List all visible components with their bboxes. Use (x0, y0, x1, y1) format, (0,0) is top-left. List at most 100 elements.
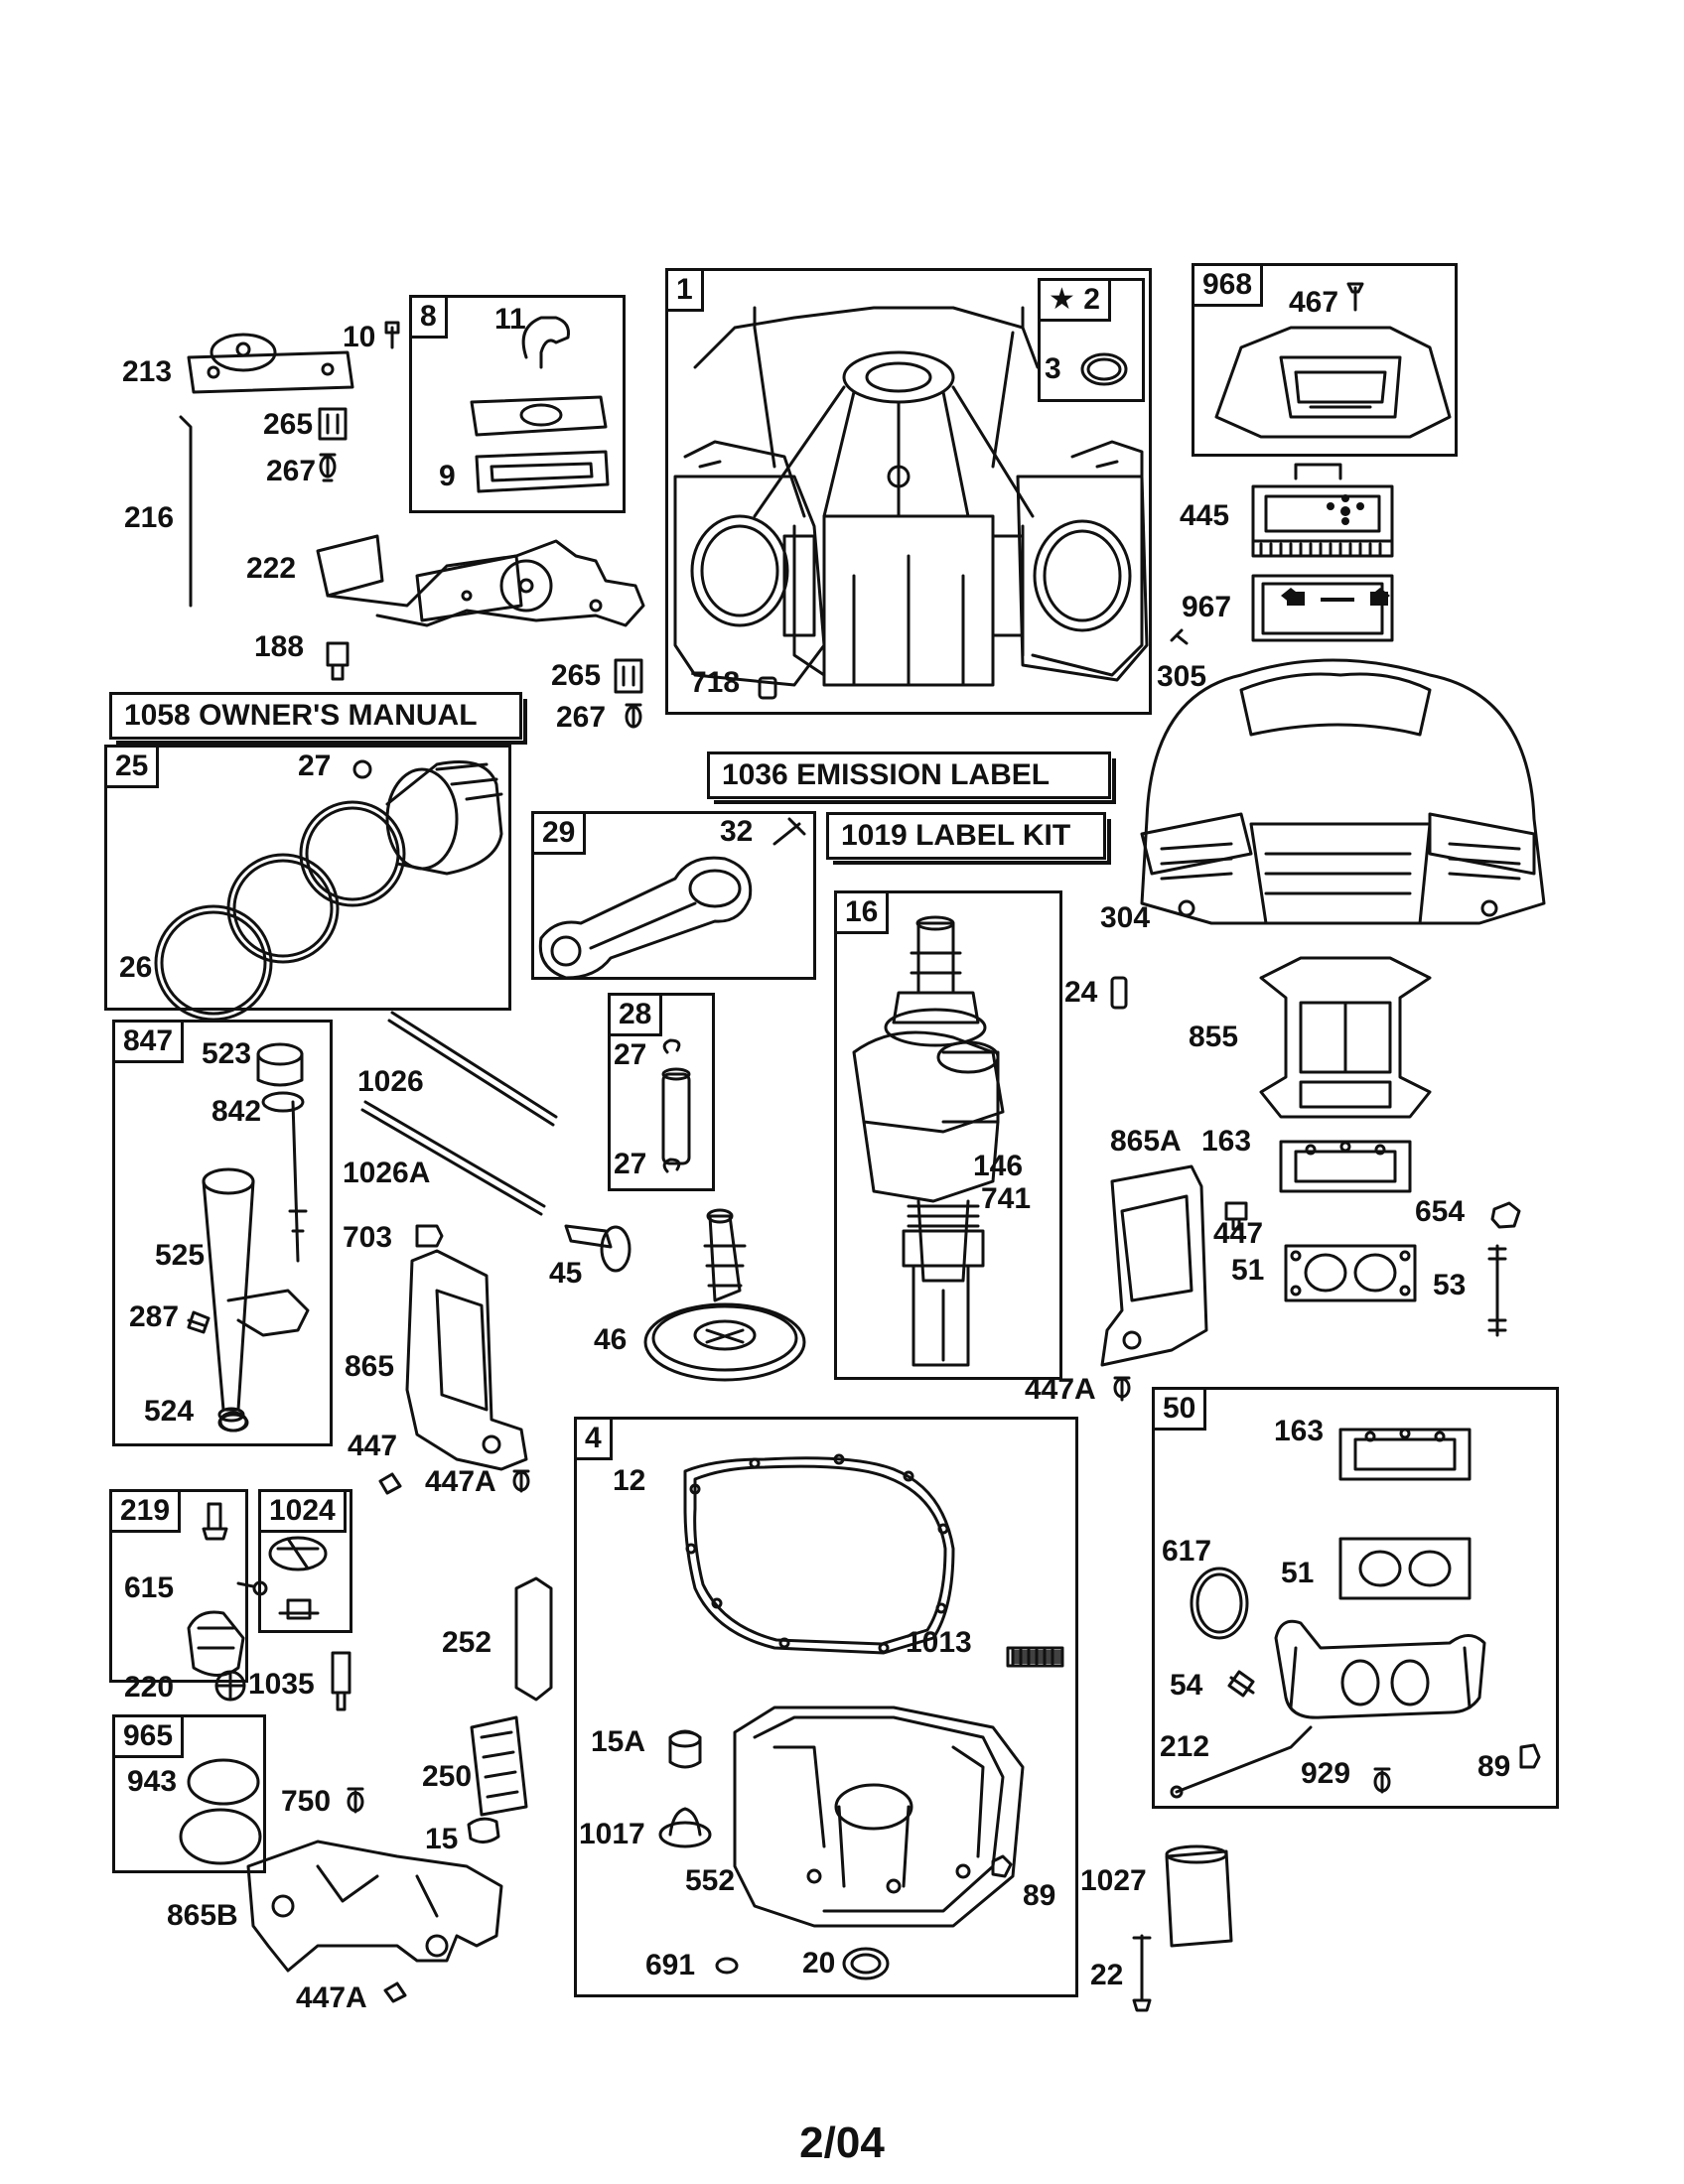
box-4-tag: 4 (574, 1417, 613, 1460)
label-1013: 1013 (906, 1626, 972, 1659)
label-1026: 1026 (357, 1065, 424, 1098)
label-26: 26 (119, 951, 153, 984)
piston-rings-art (154, 759, 503, 1022)
box-965-kit: 965 (112, 1714, 266, 1873)
label-11: 11 (494, 303, 526, 336)
label-467: 467 (1289, 286, 1339, 319)
label-1035: 1035 (248, 1668, 315, 1701)
label-9: 9 (439, 460, 456, 492)
label-89a: 89 (1023, 1879, 1056, 1912)
box-29-connecting-rod: 29 (531, 811, 816, 980)
label-45: 45 (549, 1257, 583, 1290)
label-27c: 27 (614, 1148, 647, 1180)
label-703: 703 (343, 1221, 393, 1254)
label-20: 20 (802, 1947, 836, 1979)
label-267: 267 (266, 455, 317, 487)
box-968-tag: 968 (1192, 263, 1264, 307)
label-865B: 865B (167, 1899, 238, 1932)
label-27a: 27 (298, 750, 332, 782)
dipstick-tube-art (202, 1042, 310, 1433)
label-163a: 163 (1201, 1125, 1252, 1158)
label-654: 654 (1415, 1195, 1466, 1228)
air-cleaner-cover-art (1214, 326, 1452, 439)
label-855: 855 (1189, 1021, 1239, 1053)
label-750: 750 (281, 1785, 332, 1818)
box-1024-oil-pump: 1024 (258, 1489, 352, 1633)
label-1027: 1027 (1080, 1864, 1147, 1897)
box-1-engine-block: 1 (665, 268, 1152, 715)
intake-manifold-art (1274, 1619, 1486, 1719)
label-12: 12 (613, 1464, 646, 1497)
box-4-sump: 4 (574, 1417, 1078, 1997)
box-16-tag: 16 (834, 890, 890, 934)
banner-emission-label: 1036 EMISSION LABEL (707, 751, 1116, 804)
box-847-tag: 847 (112, 1020, 185, 1063)
box-1024-tag: 1024 (258, 1489, 347, 1533)
label-304: 304 (1100, 901, 1151, 934)
label-447A-a: 447A (1025, 1373, 1096, 1406)
label-1017: 1017 (579, 1818, 645, 1850)
box-8-tag: 8 (409, 295, 448, 339)
box-50-tag: 50 (1152, 1387, 1207, 1431)
box-219-tag: 219 (109, 1489, 182, 1533)
label-523: 523 (202, 1037, 252, 1070)
label-524: 524 (144, 1395, 195, 1428)
label-741: 741 (981, 1182, 1032, 1215)
label-552: 552 (685, 1864, 736, 1897)
label-865A: 865A (1110, 1125, 1182, 1158)
label-146: 146 (973, 1150, 1024, 1182)
label-213: 213 (122, 355, 173, 388)
box-1-tag: 1 (665, 268, 704, 312)
label-967: 967 (1182, 591, 1232, 623)
label-220: 220 (124, 1671, 175, 1704)
label-617: 617 (1162, 1535, 1212, 1568)
label-447A-b: 447A (425, 1465, 496, 1498)
box-16-crankshaft: 16 (834, 890, 1062, 1380)
box-star2-tag: ★ 2 (1038, 278, 1111, 322)
crankshaft-art (852, 915, 1005, 1367)
label-216: 216 (124, 501, 175, 534)
banner-label-kit: 1019 LABEL KIT (826, 812, 1111, 865)
label-163b: 163 (1274, 1415, 1325, 1447)
label-445: 445 (1180, 499, 1230, 532)
label-265: 265 (263, 408, 314, 441)
label-287: 287 (129, 1300, 180, 1333)
label-89b: 89 (1477, 1750, 1511, 1783)
governor-lever-213 (187, 333, 354, 394)
label-929: 929 (1301, 1757, 1351, 1790)
label-943: 943 (127, 1765, 178, 1798)
box-25-tag: 25 (104, 745, 160, 788)
label-1026A: 1026A (343, 1157, 431, 1189)
box-29-tag: 29 (531, 811, 587, 855)
label-842: 842 (211, 1095, 262, 1128)
label-447b: 447 (348, 1430, 398, 1462)
label-27b: 27 (614, 1038, 647, 1071)
banner-owners-manual: 1058 OWNER'S MANUAL (109, 692, 527, 745)
label-305: 305 (1157, 660, 1207, 693)
label-267b: 267 (556, 701, 607, 734)
label-15A: 15A (591, 1725, 646, 1758)
box-968-cover: 968 (1192, 263, 1458, 457)
label-54: 54 (1170, 1669, 1203, 1702)
label-525: 525 (155, 1239, 206, 1272)
label-3: 3 (1045, 352, 1061, 385)
label-447a: 447 (1213, 1217, 1264, 1250)
label-10: 10 (343, 321, 376, 353)
label-22: 22 (1090, 1959, 1124, 1991)
label-615: 615 (124, 1571, 175, 1604)
label-250: 250 (422, 1760, 473, 1793)
label-51b: 51 (1281, 1557, 1315, 1589)
engine-block-art (673, 306, 1149, 687)
camshaft-art (643, 1208, 806, 1382)
label-53: 53 (1433, 1269, 1467, 1301)
label-24: 24 (1064, 976, 1098, 1009)
label-188: 188 (254, 630, 305, 663)
label-691: 691 (645, 1949, 696, 1981)
label-46: 46 (594, 1323, 628, 1356)
label-865: 865 (345, 1350, 395, 1383)
box-219-drain: 219 (109, 1489, 248, 1683)
box-50-manifold: 50 (1152, 1387, 1559, 1809)
label-718: 718 (690, 666, 741, 699)
label-222: 222 (246, 552, 297, 585)
